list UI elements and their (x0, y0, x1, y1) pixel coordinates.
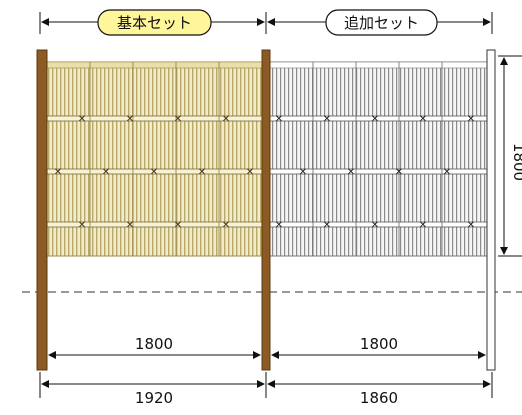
svg-text:✕: ✕ (419, 114, 427, 125)
post-left (36, 49, 48, 371)
additional-inner-width: 1800 (360, 335, 398, 353)
svg-text:✕: ✕ (419, 220, 427, 231)
height-dimension-value: 1800 (510, 143, 522, 181)
additional-set-ties: ✕ ✕ ✕ ✕ ✕ ✕ ✕ ✕ ✕ ✕ ✕ ✕ ✕ ✕ (275, 114, 475, 231)
top-dimension-row (39, 12, 493, 34)
post-middle (261, 49, 271, 371)
inner-dimension-row: 1800 1800 (48, 335, 486, 359)
svg-text:✕: ✕ (371, 114, 379, 125)
basic-set-ties: ✕ ✕ ✕ ✕ ✕ ✕ ✕ ✕ ✕ ✕ ✕ ✕ ✕ (54, 114, 254, 231)
svg-text:✕: ✕ (78, 114, 86, 125)
height-dimension: 1800 (498, 55, 522, 257)
basic-total-width: 1920 (135, 389, 173, 407)
svg-text:✕: ✕ (222, 114, 230, 125)
svg-text:✕: ✕ (323, 220, 331, 231)
basic-set-label: 基本セット (97, 9, 212, 36)
additional-set-label-text: 追加セット (344, 14, 419, 32)
additional-set-panel: ✕ ✕ ✕ ✕ ✕ ✕ ✕ ✕ ✕ ✕ ✕ ✕ ✕ ✕ (269, 61, 488, 257)
svg-text:✕: ✕ (323, 114, 331, 125)
svg-text:✕: ✕ (54, 167, 62, 178)
svg-text:✕: ✕ (126, 220, 134, 231)
svg-text:✕: ✕ (102, 167, 110, 178)
post-right (486, 49, 496, 371)
svg-text:✕: ✕ (198, 167, 206, 178)
svg-text:✕: ✕ (467, 114, 475, 125)
svg-text:✕: ✕ (246, 167, 254, 178)
svg-text:✕: ✕ (126, 114, 134, 125)
svg-text:✕: ✕ (347, 167, 355, 178)
svg-text:✕: ✕ (78, 220, 86, 231)
svg-text:✕: ✕ (371, 220, 379, 231)
svg-text:✕: ✕ (150, 167, 158, 178)
svg-text:✕: ✕ (299, 167, 307, 178)
svg-text:✕: ✕ (443, 167, 451, 178)
svg-text:✕: ✕ (467, 220, 475, 231)
svg-text:✕: ✕ (395, 167, 403, 178)
additional-total-width: 1860 (360, 389, 398, 407)
basic-inner-width: 1800 (135, 335, 173, 353)
svg-text:✕: ✕ (174, 114, 182, 125)
svg-text:✕: ✕ (275, 220, 283, 231)
svg-text:✕: ✕ (222, 220, 230, 231)
basic-set-label-text: 基本セット (117, 14, 192, 32)
svg-text:✕: ✕ (174, 220, 182, 231)
total-dimension-row: 1920 1860 (39, 372, 493, 407)
basic-set-panel: ✕ ✕ ✕ ✕ ✕ ✕ ✕ ✕ ✕ ✕ ✕ ✕ ✕ (46, 61, 263, 257)
svg-text:✕: ✕ (275, 114, 283, 125)
additional-set-label: 追加セット (325, 9, 438, 36)
